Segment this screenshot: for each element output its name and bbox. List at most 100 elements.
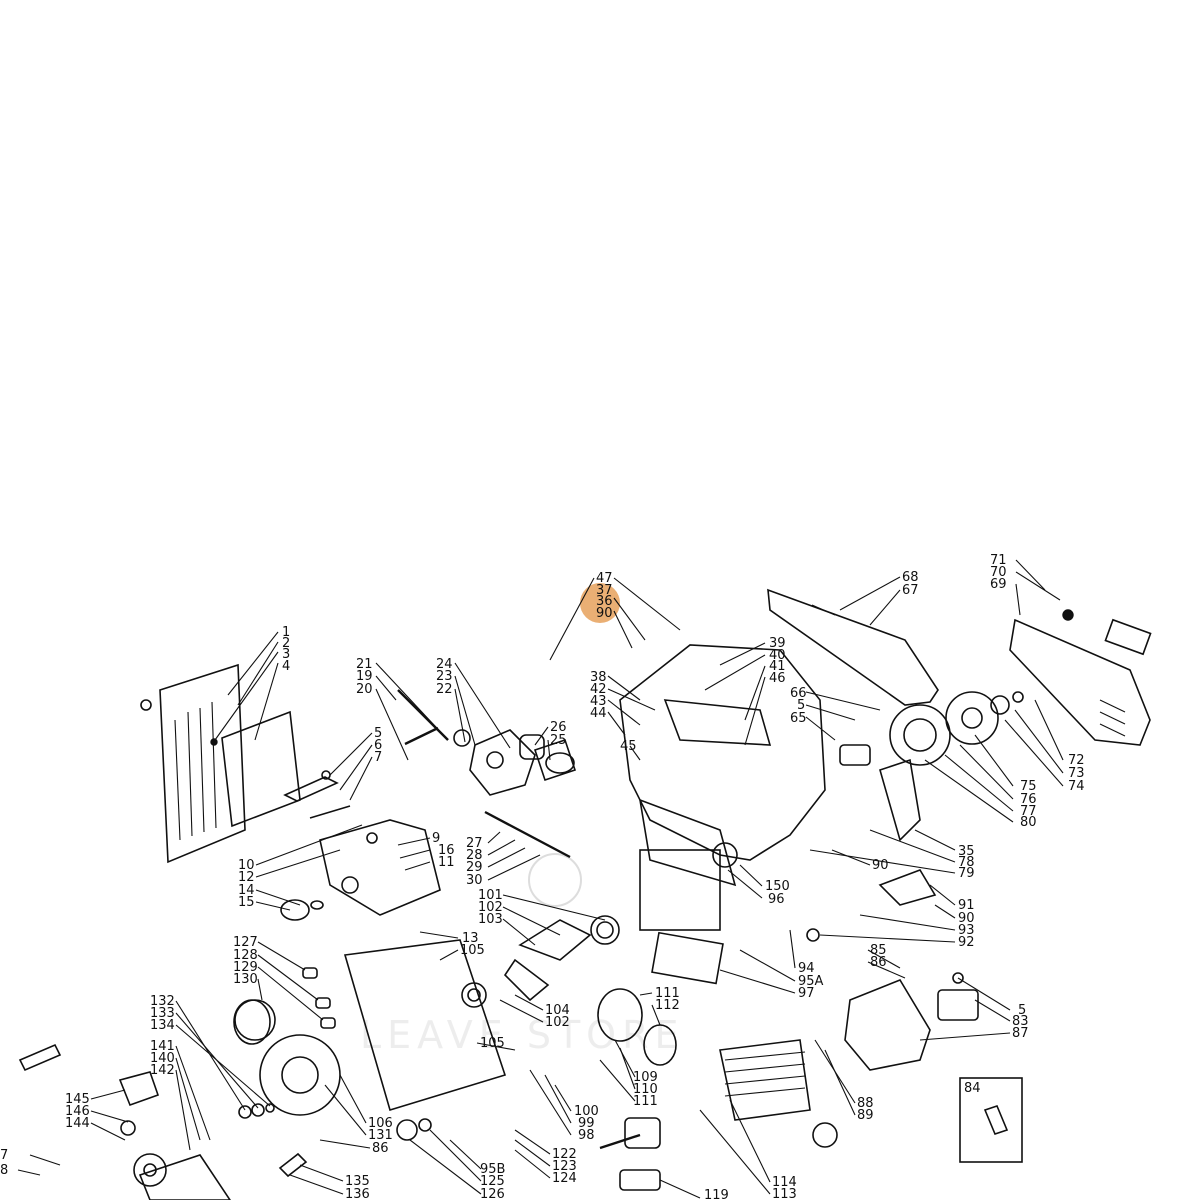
- label-21: 21: [356, 657, 373, 672]
- label-7: 7: [374, 750, 382, 765]
- label-110: 110: [633, 1082, 658, 1097]
- label-150: 150: [765, 879, 790, 894]
- label-65: 65: [790, 711, 807, 726]
- label-67: 67: [902, 583, 919, 598]
- label-92: 92: [958, 935, 975, 950]
- label-28: 28: [466, 848, 483, 863]
- label-78: 78: [958, 855, 975, 870]
- label-90: 90: [596, 606, 613, 621]
- label-94: 94: [798, 961, 815, 976]
- label-71: 71: [990, 553, 1007, 568]
- label-9: 9: [432, 831, 440, 846]
- label-133: 133: [150, 1006, 175, 1021]
- label-90-c: 90: [958, 911, 975, 926]
- label-13: 13: [462, 931, 479, 946]
- label-131: 131: [368, 1128, 393, 1143]
- label-75: 75: [1020, 779, 1037, 794]
- label-38: 38: [590, 670, 607, 685]
- label-93: 93: [958, 923, 975, 938]
- label-5: 5: [797, 698, 805, 713]
- label-26: 26: [550, 720, 567, 735]
- label-105: 105: [460, 943, 485, 958]
- label-41: 41: [769, 659, 786, 674]
- label-8: 8: [0, 1163, 8, 1178]
- label-140: 140: [150, 1051, 175, 1066]
- label-113: 113: [772, 1187, 797, 1200]
- label-69: 69: [990, 577, 1007, 592]
- label-29: 29: [466, 860, 483, 875]
- label-23: 23: [436, 669, 453, 684]
- label-2: 2: [282, 636, 290, 651]
- label-123: 123: [552, 1159, 577, 1174]
- label-104: 104: [545, 1003, 570, 1018]
- label-70: 70: [990, 565, 1007, 580]
- label-27: 27: [466, 836, 483, 851]
- label-74: 74: [1068, 779, 1085, 794]
- label-90-b: 90: [872, 858, 889, 873]
- label-102: 102: [478, 900, 503, 915]
- label-105-b: 105: [480, 1036, 505, 1051]
- svg-text:LEAVE STORE: LEAVE STORE: [360, 1013, 685, 1057]
- label-122: 122: [552, 1147, 577, 1162]
- label-129: 129: [233, 960, 258, 975]
- label-142: 142: [150, 1063, 175, 1078]
- label-12: 12: [238, 870, 255, 885]
- label-95B: 95B: [480, 1162, 505, 1177]
- label-7-b: 7: [0, 1148, 8, 1163]
- label-141: 141: [150, 1039, 175, 1054]
- label-3: 3: [282, 647, 290, 662]
- label-44: 44: [590, 706, 607, 721]
- label-10: 10: [238, 858, 255, 873]
- label-98: 98: [578, 1128, 595, 1143]
- highlight-marker[interactable]: [580, 583, 620, 623]
- label-132: 132: [150, 994, 175, 1009]
- label-73: 73: [1068, 766, 1085, 781]
- label-72: 72: [1068, 753, 1085, 768]
- label-112: 112: [655, 998, 680, 1013]
- label-85: 85: [870, 943, 887, 958]
- label-100: 100: [574, 1104, 599, 1119]
- label-83: 83: [1012, 1014, 1029, 1029]
- label-84: 84: [964, 1081, 981, 1096]
- label-22: 22: [436, 682, 453, 697]
- label-79: 79: [958, 866, 975, 881]
- label-126: 126: [480, 1187, 505, 1200]
- label-114: 114: [772, 1175, 797, 1190]
- label-5-b: 5: [374, 726, 382, 741]
- label-95A: 95A: [798, 974, 824, 989]
- watermark: LEAVE STORE: [360, 853, 685, 1057]
- label-102-b: 102: [545, 1015, 570, 1030]
- label-135: 135: [345, 1174, 370, 1189]
- parts: [18, 588, 1152, 1201]
- label-47: 47: [596, 571, 613, 586]
- label-80: 80: [1020, 815, 1037, 830]
- label-5-c: 5: [1018, 1003, 1026, 1018]
- label-40: 40: [769, 648, 786, 663]
- label-36: 36: [596, 594, 613, 609]
- label-30: 30: [466, 873, 483, 888]
- label-146: 146: [65, 1104, 90, 1119]
- leader-lines: [17, 559, 1064, 1199]
- label-24: 24: [436, 657, 453, 672]
- label-109: 109: [633, 1070, 658, 1085]
- label-91: 91: [958, 898, 975, 913]
- label-111: 111: [655, 986, 680, 1001]
- label-124: 124: [552, 1171, 577, 1186]
- label-15: 15: [238, 895, 255, 910]
- label-77: 77: [1020, 804, 1037, 819]
- label-99: 99: [578, 1116, 595, 1131]
- label-96: 96: [768, 892, 785, 907]
- label-35: 35: [958, 844, 975, 859]
- callout-labels: 1 2 3 4 21 19 20 24 23 22 47 37 36 90 38…: [0, 553, 1085, 1203]
- label-1: 1: [282, 625, 290, 640]
- label-134: 134: [150, 1018, 175, 1033]
- label-97: 97: [798, 986, 815, 1001]
- label-103: 103: [478, 912, 503, 927]
- label-46: 46: [769, 671, 786, 686]
- label-119: 119: [704, 1188, 729, 1200]
- label-6: 6: [374, 738, 382, 753]
- label-45: 45: [620, 739, 637, 754]
- label-89: 89: [857, 1108, 874, 1123]
